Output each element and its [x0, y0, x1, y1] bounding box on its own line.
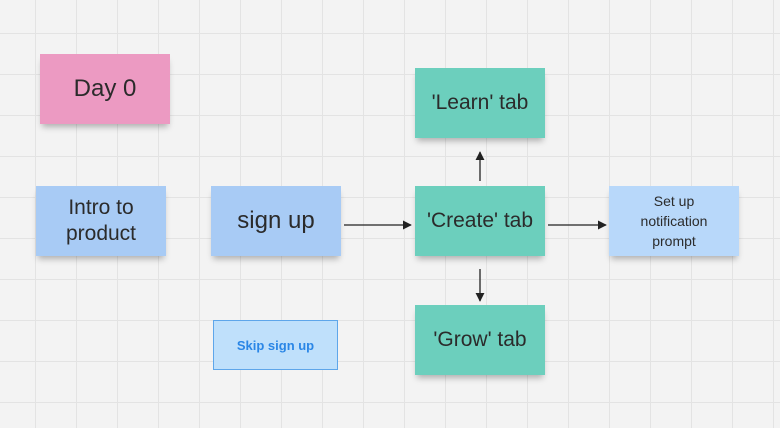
note-notification-label: Set up notification prompt [640, 192, 708, 250]
note-day-0-label: Day 0 [73, 75, 137, 102]
skip-sign-up-button[interactable]: Skip sign up [213, 320, 338, 370]
note-learn-tab[interactable]: 'Learn' tab [415, 68, 545, 138]
skip-sign-up-label: Skip sign up [236, 337, 315, 353]
note-grow-tab-label: 'Grow' tab [433, 327, 527, 351]
note-grow-tab[interactable]: 'Grow' tab [415, 305, 545, 375]
note-create-tab[interactable]: 'Create' tab [415, 186, 545, 256]
note-create-tab-label: 'Create' tab [426, 208, 534, 232]
note-learn-tab-label: 'Learn' tab [431, 90, 529, 114]
note-intro-label: Intro to product [65, 195, 137, 245]
note-notification-prompt[interactable]: Set up notification prompt [609, 186, 739, 256]
note-sign-up-label: sign up [237, 207, 315, 234]
note-sign-up[interactable]: sign up [211, 186, 341, 256]
note-day-0[interactable]: Day 0 [40, 54, 170, 124]
note-intro-to-product[interactable]: Intro to product [36, 186, 166, 256]
